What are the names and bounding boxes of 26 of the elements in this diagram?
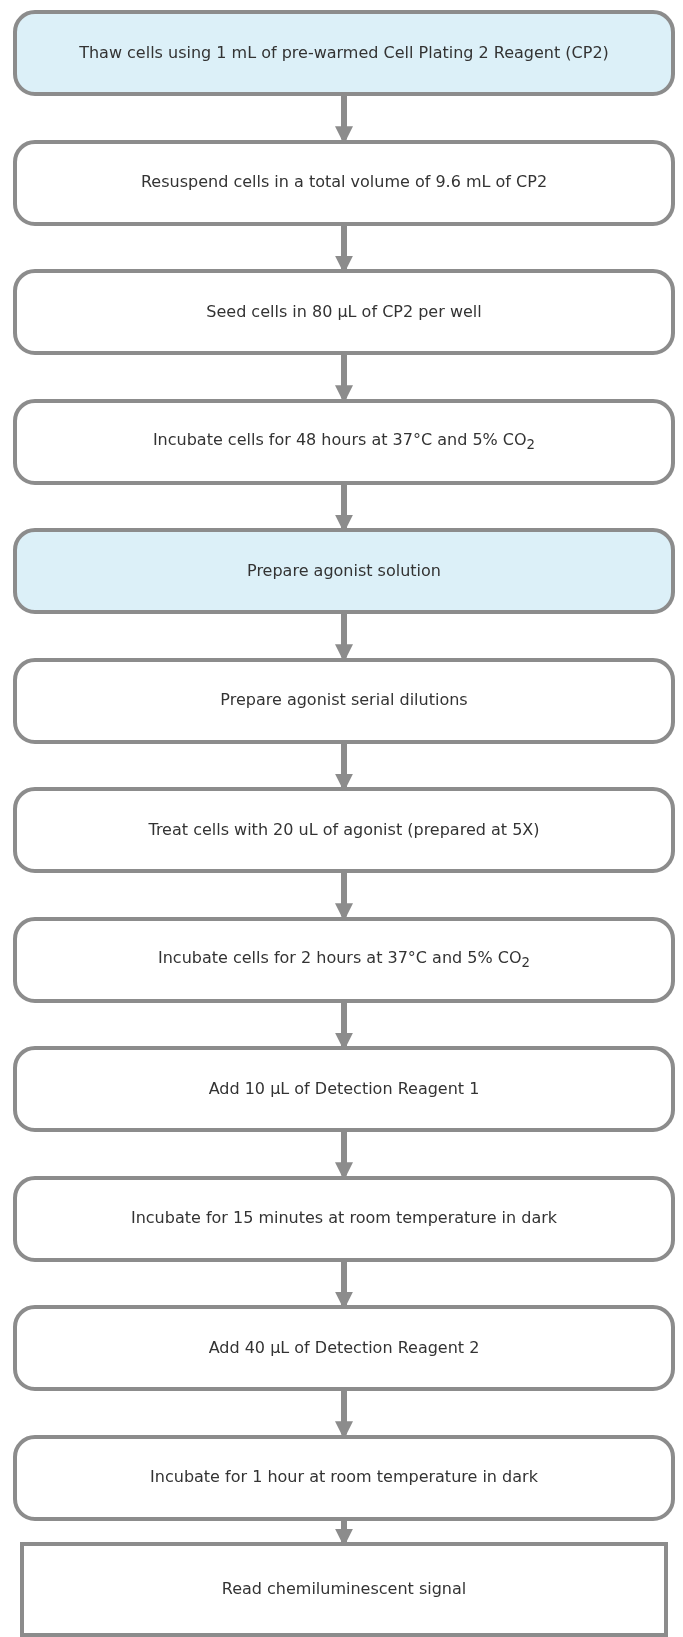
process-box [13, 269, 675, 355]
step-text: Resuspend cells in a total volume of 9.6 mL of CP2 [140, 172, 548, 193]
step-text: Incubate for 15 minutes at room temperature in dark [130, 1208, 558, 1229]
step-text: Treat cells with 20 uL of agonist (prepared at 5X) [148, 819, 540, 841]
process-box [13, 916, 675, 1003]
step-text: Add 10 µL of Detection Reagent 1 [208, 1078, 480, 1100]
step-text: Incubate cells for 2 hours at 37°C and 5% CO$_{2}$ [158, 947, 530, 972]
step-text: Incubate cells for 48 hours at 37°C and 5% CO$_{2}$ [152, 429, 536, 454]
step-text: Add 40 µL of Detection Reagent 2 [208, 1337, 480, 1359]
process-box [13, 10, 675, 96]
step-text: Prepare agonist solution [247, 560, 441, 582]
final-step-box [20, 1542, 668, 1637]
process-box [13, 139, 675, 226]
step-text: Prepare agonist serial dilutions [220, 690, 468, 711]
step-text: Incubate for 1 hour at room temperature in dark [150, 1467, 538, 1488]
process-box [13, 1175, 675, 1262]
step-text: Thaw cells using 1 mL of pre-warmed Cell Plating 2 Reagent (CP2) [79, 42, 609, 64]
step-text: Seed cells in 80 µL of CP2 per well [206, 301, 482, 323]
process-box [13, 1046, 675, 1132]
process-box [13, 1305, 675, 1391]
process-box [13, 657, 675, 744]
process-box [13, 1434, 675, 1521]
process-box [13, 528, 675, 614]
process-box [13, 787, 675, 873]
step-text: Read chemiluminescent signal [221, 1579, 467, 1600]
process-box [13, 398, 675, 485]
